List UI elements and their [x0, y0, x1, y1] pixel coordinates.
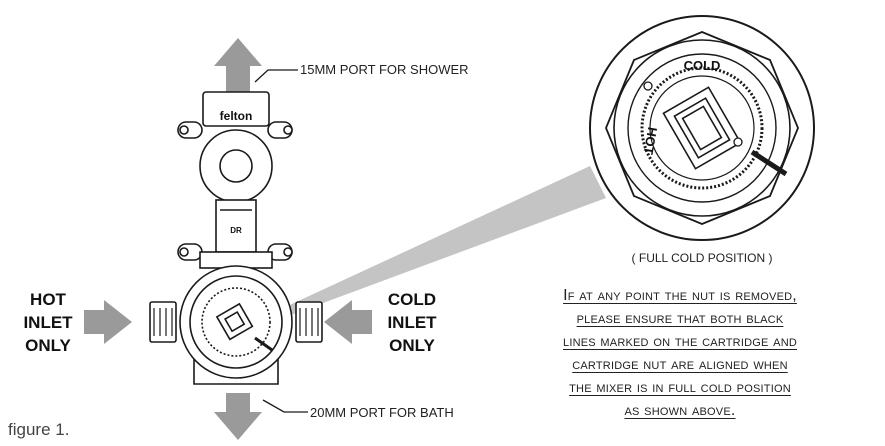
- full-cold-position-label: ( FULL COLD POSITION ): [632, 251, 773, 265]
- mixer-valve-body: [149, 91, 323, 385]
- thread-marks: [153, 308, 319, 336]
- cartridge-cold-label: COLD: [684, 58, 721, 73]
- body-mark: DR: [230, 226, 242, 235]
- hot-inlet-label-3: ONLY: [25, 336, 71, 355]
- note-line-6: as shown above.: [624, 402, 736, 419]
- cold-inlet-label-2: INLET: [387, 313, 437, 332]
- shower-port-leader: [254, 69, 298, 83]
- cartridge-magnifier: COLD HOT: [589, 15, 815, 241]
- hot-inlet-label-1: HOT: [30, 290, 67, 309]
- cold-inlet-arrow: [324, 300, 372, 344]
- magnifier-leader: [268, 166, 606, 322]
- cartridge-alignment-mark: [750, 149, 788, 177]
- hot-inlet-label-2: INLET: [23, 313, 73, 332]
- note-line-1: If at any point the nut is removed,: [563, 287, 797, 304]
- shower-port-label: 15MM PORT FOR SHOWER: [300, 62, 469, 77]
- figure-caption: figure 1.: [8, 420, 70, 439]
- note-line-2: please ensure that both black: [576, 310, 784, 327]
- hot-inlet-arrow: [84, 300, 132, 344]
- bath-port-label: 20MM PORT FOR BATH: [310, 405, 454, 420]
- brand-logo: felton: [220, 109, 253, 123]
- note-line-5: the mixer is in full cold position: [569, 379, 791, 396]
- body-alignment-mark: [254, 336, 273, 352]
- bath-outlet-arrow: [214, 393, 262, 440]
- cartridge-hot-label: HOT: [641, 126, 661, 156]
- note-line-3: lines marked on the cartridge and: [563, 333, 797, 350]
- shower-outlet-arrow: [214, 38, 262, 92]
- cold-inlet-label-3: ONLY: [389, 336, 435, 355]
- cold-inlet-label-1: COLD: [388, 290, 436, 309]
- bath-port-leader: [262, 399, 308, 413]
- note-line-4: cartridge nut are aligned when: [572, 356, 788, 373]
